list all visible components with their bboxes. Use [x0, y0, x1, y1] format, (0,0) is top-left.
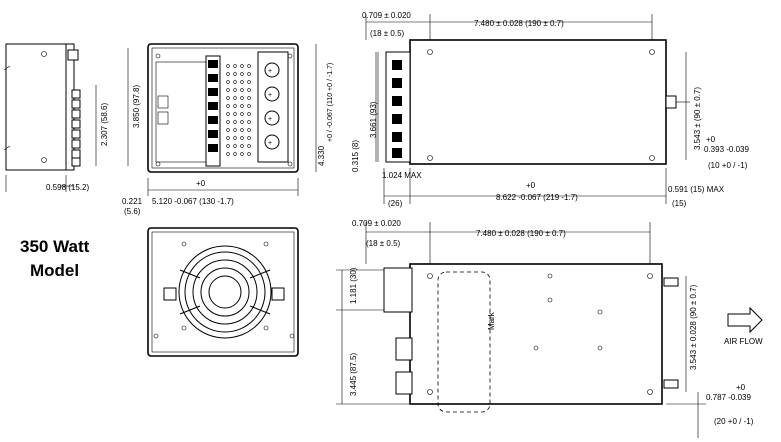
top-side-dim: 0.591 (15) MAX [668, 185, 725, 194]
front-height-dim: 4.330 [317, 145, 326, 166]
vent-dot [226, 64, 230, 68]
vent-dot [226, 88, 230, 92]
top-inner-height: 3.661 (93) [369, 101, 378, 138]
bottom-right-dim: 3.543 ± 0.028 (90 ± 0.7) [689, 284, 698, 370]
bottom-edge-dim-mm: (18 ± 0.5) [366, 239, 401, 248]
vent-dot [233, 88, 237, 92]
bottom-upper-dim: 1.181 (30) [349, 267, 358, 304]
airflow-label: AIR FLOW [724, 337, 763, 346]
vent-dot [233, 144, 237, 148]
svg-text:+: + [268, 140, 272, 147]
vent-dot [247, 104, 251, 108]
bottom-hole-dim: 7.480 ± 0.028 (190 ± 0.7) [476, 229, 566, 238]
vent-dot [226, 80, 230, 84]
vent-dot [247, 80, 251, 84]
vent-dot [247, 72, 251, 76]
side-height-dim: 2.307 (58.6) [100, 103, 109, 146]
vent-dot [233, 80, 237, 84]
vent-dot [247, 152, 251, 156]
top-edge-dim: 0.709 ± 0.020 [362, 11, 411, 20]
bottom-label-mark: Mark [487, 311, 496, 330]
vent-dot [226, 152, 230, 156]
vent-dot [240, 80, 244, 84]
vent-dot [240, 96, 244, 100]
bottom-tol-mm: (20 +0 / -1) [714, 417, 754, 426]
vent-dot [247, 96, 251, 100]
vent-dot [240, 64, 244, 68]
vent-dot [247, 112, 251, 116]
front-bottom-dim-b: (5.6) [124, 207, 141, 216]
top-right-height: 3.543 ± (90 ± 0.7) [693, 87, 702, 150]
vent-dot [226, 104, 230, 108]
top-view: 0.709 ± 0.020 (18 ± 0.5) 7.480 ± 0.028 (… [351, 11, 749, 208]
vent-dot [247, 144, 251, 148]
vent-dot [226, 144, 230, 148]
rear-view [147, 227, 299, 357]
front-view: + + + + 3.850 (97.8) 4.330 +0 / -0.067 (… [122, 43, 334, 216]
top-edge-dim-mm: (18 ± 0.5) [370, 29, 405, 38]
vent-dot [226, 136, 230, 140]
top-terminal-dim: 1.024 MAX [382, 171, 422, 180]
vent-dot [226, 128, 230, 132]
vent-dot [233, 136, 237, 140]
svg-text:+: + [268, 68, 272, 75]
vent-dot [226, 72, 230, 76]
top-tol-main: 0.393 -0.039 [704, 145, 749, 154]
top-hole-dim: 7.480 ± 0.028 (190 ± 0.7) [474, 19, 564, 28]
side-view: 2.307 (58.6) 0.598 (15.2) [3, 43, 109, 192]
vent-dot [226, 112, 230, 116]
vent-dot [240, 88, 244, 92]
vent-dot [233, 112, 237, 116]
vent-dot-grid [226, 64, 251, 156]
front-bottom-plus: +0 [196, 179, 206, 188]
top-terminal-mm: (26) [388, 199, 403, 208]
vent-dot [240, 128, 244, 132]
vent-dot [247, 64, 251, 68]
vent-dot [226, 120, 230, 124]
vent-dot [233, 152, 237, 156]
vent-dot [240, 144, 244, 148]
bottom-view: Mark 0.709 ± 0.020 (18 ± 0.5) 7.480 ± 0.… [336, 219, 763, 438]
vent-dot [240, 120, 244, 124]
bottom-tol-main: 0.787 -0.039 [706, 393, 751, 402]
vent-dot [233, 128, 237, 132]
vent-dot [240, 72, 244, 76]
bottom-tol-plus: +0 [736, 383, 746, 392]
bottom-edge-dim: 0.709 ± 0.020 [352, 219, 401, 228]
front-bottom-dim-a: 0.221 [122, 197, 143, 206]
vent-dot [247, 88, 251, 92]
top-length-plus: +0 [526, 181, 536, 190]
vent-dot [240, 152, 244, 156]
top-left-height: 0.315 (8) [351, 140, 360, 172]
bottom-lower-dim: 3.445 (87.5) [349, 353, 358, 396]
vent-dot [240, 112, 244, 116]
airflow-arrow [727, 306, 763, 334]
top-side-mm: (15) [672, 199, 687, 208]
front-bottom-main: 5.120 -0.067 (130 -1.7) [152, 197, 234, 206]
vent-dot [226, 96, 230, 100]
side-bottom-dim: 0.598 (15.2) [46, 183, 89, 192]
top-tol-mm: (10 +0 / -1) [708, 161, 748, 170]
fan-guard [178, 245, 272, 339]
vent-dot [233, 104, 237, 108]
top-length-dim: 8.622 -0.067 (219 -1.7) [496, 193, 578, 202]
vent-dot [240, 136, 244, 140]
front-width-dim: 3.850 (97.8) [132, 85, 141, 128]
vent-dot [247, 128, 251, 132]
model-title-line2: Model [30, 261, 79, 280]
model-title-line1: 350 Watt [20, 237, 90, 256]
vent-dot [233, 72, 237, 76]
svg-text:+: + [268, 92, 272, 99]
vent-dot [233, 96, 237, 100]
vent-dot [247, 120, 251, 124]
top-tol-plus: +0 [706, 135, 716, 144]
vent-dot [247, 136, 251, 140]
front-height-tol: +0 / -0.067 (110 +0 / -1.7) [327, 63, 334, 142]
svg-text:+: + [268, 116, 272, 123]
vent-dot [240, 104, 244, 108]
label-region [437, 271, 491, 413]
vent-dot [233, 64, 237, 68]
vent-dot [233, 120, 237, 124]
